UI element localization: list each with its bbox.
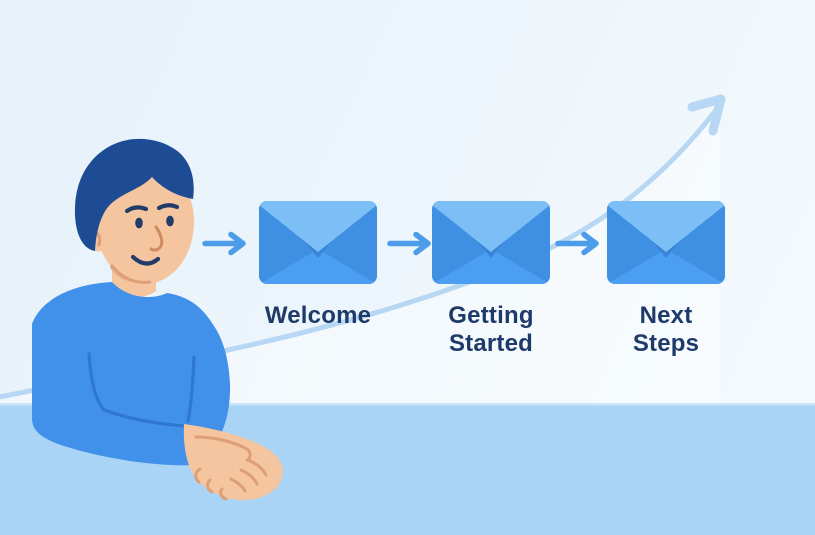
step-label-line: Started [448, 330, 534, 357]
step-label-line: Welcome [264, 302, 372, 329]
step-next-steps: Next Steps [607, 201, 725, 358]
arrow-right-icon [555, 231, 599, 256]
step-label: Getting Started [448, 302, 533, 358]
person-head [74, 138, 194, 284]
step-label: Next Steps [633, 302, 699, 358]
envelope-icon [432, 201, 550, 284]
person-face-features [124, 203, 180, 266]
handshake-hand [183, 424, 283, 501]
envelope-icon [259, 201, 377, 284]
step-label: Welcome [265, 302, 371, 330]
person-handshake-illustration [32, 138, 283, 501]
envelope-icon [607, 201, 725, 284]
step-label-line: Getting [448, 302, 534, 329]
step-label-line: Steps [632, 330, 700, 357]
arrow-right-icon [387, 231, 431, 256]
person-hair [74, 138, 194, 251]
step-welcome: Welcome [259, 201, 377, 330]
arrow-right-icon [202, 231, 246, 256]
step-label-line: Next [639, 302, 693, 329]
step-getting-started: Getting Started [432, 201, 550, 358]
person-torso [32, 282, 231, 466]
